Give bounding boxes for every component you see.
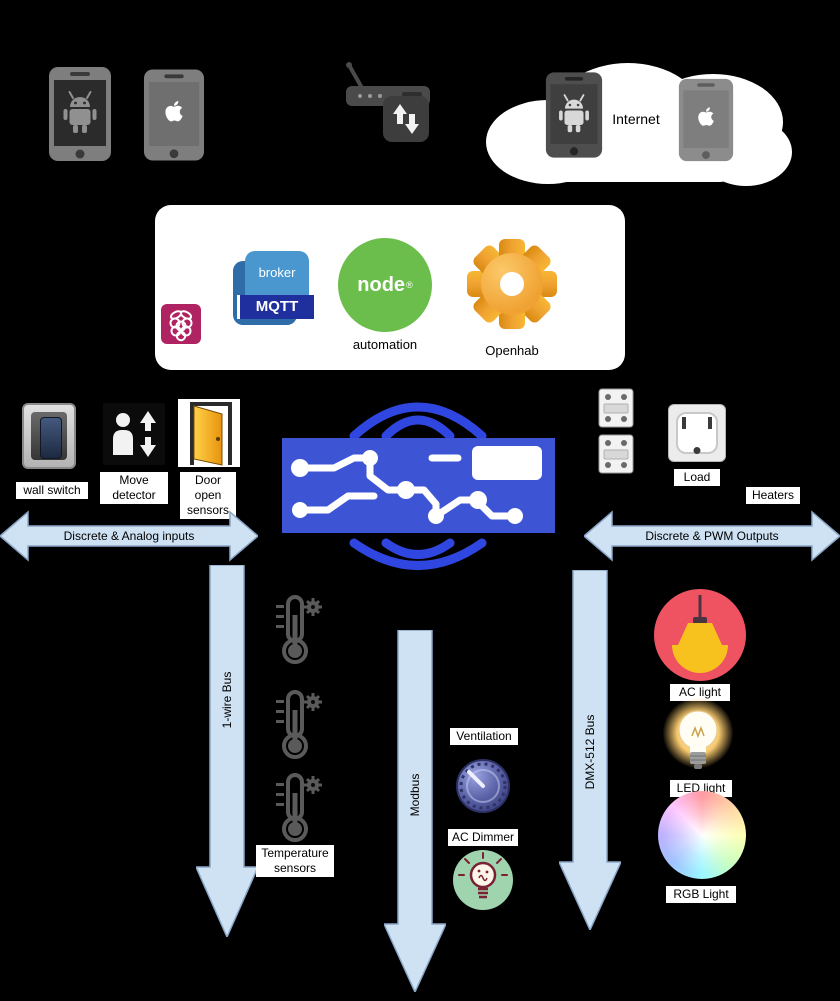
android-phone-icon (49, 67, 111, 161)
dmx-bus-label: DMX-512 Bus (583, 714, 597, 790)
heaters-label: Heaters (746, 487, 800, 504)
cloud-iphone-icon (678, 78, 734, 162)
node-label: node (357, 273, 406, 296)
rgb-light-label: RGB Light (666, 886, 736, 903)
ethernet-switch-icon (383, 96, 429, 142)
motion-detector-icon (103, 403, 165, 465)
cloud-android-phone-icon (545, 72, 603, 158)
openhab-gear-icon (465, 237, 559, 331)
door-sensor-label: Door open sensors (180, 472, 236, 519)
analog-inputs-arrow (0, 510, 258, 562)
mqtt-label: MQTT (237, 295, 314, 319)
temperature-sensors-label: Temperature sensors (256, 845, 334, 877)
wall-switch-label: wall switch (16, 482, 88, 499)
internet-label: Internet (612, 111, 660, 127)
pwm-outputs-arrow (584, 510, 840, 562)
power-outlet-icon (668, 404, 726, 462)
iphone-icon (143, 69, 205, 161)
dmx-bus-arrow (559, 570, 621, 930)
pwm-outputs-label: Discrete & PWM Outputs (645, 529, 779, 543)
broker-label: broker (258, 265, 296, 280)
openhab-label: Openhab (485, 343, 539, 358)
ac-dimmer-icon (453, 850, 513, 910)
ventilation-knob-icon (456, 759, 510, 813)
modbus-arrow (384, 630, 446, 992)
software-stack-panel: broker MQTT node® automation Openhab (155, 205, 625, 370)
node-registered-mark: ® (406, 280, 413, 290)
door-sensor-icon (178, 399, 240, 467)
temperature-sensor-icon (276, 690, 322, 759)
node-automation-icon: node® (338, 238, 432, 332)
temperature-sensor-icon (276, 773, 322, 842)
wifi-waves-top-icon (349, 402, 487, 440)
analog-inputs-label: Discrete & Analog inputs (63, 529, 195, 543)
temperature-sensor-icon (276, 595, 322, 664)
motion-detector-label: Move detector (100, 472, 168, 504)
modbus-label: Modbus (408, 773, 422, 817)
one-wire-bus-arrow (196, 565, 258, 937)
wifi-waves-bottom-icon (349, 538, 487, 570)
ac-light-label: AC light (670, 684, 730, 701)
automation-label: automation (352, 337, 418, 352)
din-relay-icon (598, 388, 634, 474)
one-wire-bus-label: 1-wire Bus (220, 671, 234, 729)
wall-switch-icon (22, 403, 76, 469)
ventilation-label: Ventilation (450, 728, 518, 745)
controller-board (282, 438, 555, 533)
rgb-light-icon (658, 791, 746, 879)
ac-dimmer-label: AC Dimmer (448, 829, 518, 846)
ac-light-icon (654, 589, 746, 681)
raspberry-pi-icon (161, 304, 201, 344)
led-light-icon (662, 698, 734, 778)
mqtt-broker-icon: broker MQTT (233, 251, 314, 337)
load-label: Load (674, 469, 720, 486)
